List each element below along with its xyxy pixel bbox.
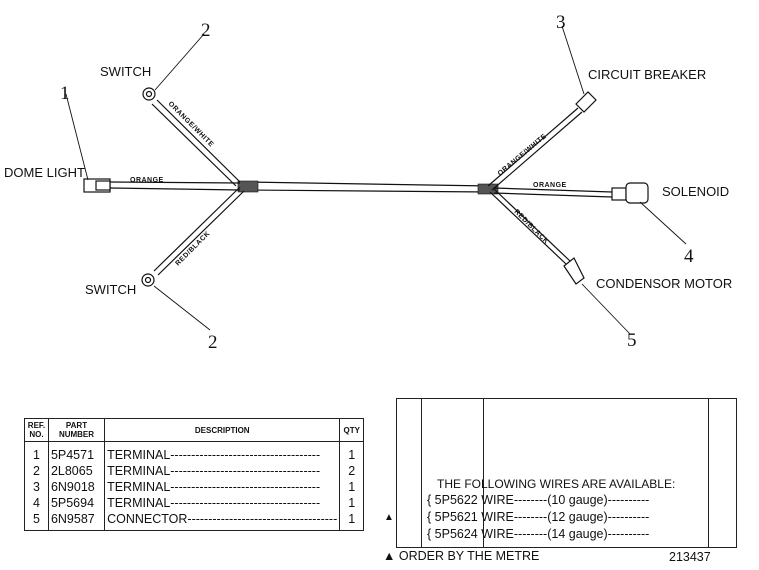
wire-label-red-black-right: RED/BLACK	[513, 208, 550, 245]
list-item: { 5P5622 WIRE--------(10 gauge)---------…	[427, 493, 650, 507]
row-ref: 2	[24, 463, 49, 479]
leader-dashes: ----------------------------------------…	[170, 480, 321, 494]
wire-description: WIRE	[481, 510, 514, 524]
label-switch-top: SWITCH	[100, 64, 151, 79]
list-item: { 5P5621 WIRE--------(12 gauge)---------…	[427, 510, 650, 524]
order-triangle-icon: ▲	[384, 512, 394, 523]
row-description: TERMINAL--------------------------------…	[104, 441, 341, 463]
wire-label-orange-white-right: ORANGE/WHITE	[497, 133, 548, 178]
label-dome-light: DOME LIGHT	[4, 165, 85, 180]
wire-gauge: (14 gauge)	[547, 527, 608, 541]
wire-gauge: (12 gauge)	[547, 510, 608, 524]
table-row: 5 6N9587 CONNECTOR----------------------…	[24, 511, 364, 531]
ref-number-5: 5	[627, 330, 637, 351]
wire-label-orange-left: ORANGE	[130, 177, 164, 184]
row-description-text: TERMINAL	[107, 480, 171, 494]
leader-dashes: ----------------------------------------…	[170, 448, 321, 462]
parts-table-header: REF. NO. PART NUMBER DESCRIPTION QTY	[24, 418, 364, 442]
ref-number-3: 3	[556, 12, 566, 33]
box-divider	[708, 399, 709, 547]
row-ref: 5	[24, 511, 49, 531]
leader-dashes: ----------------------------------------…	[187, 512, 338, 526]
row-description: TERMINAL--------------------------------…	[104, 463, 341, 479]
row-ref: 1	[24, 441, 49, 463]
wire-gauge: (10 gauge)	[547, 493, 608, 507]
row-description: TERMINAL--------------------------------…	[104, 495, 341, 511]
row-part-number: 6N9018	[47, 479, 106, 495]
row-qty: 1	[339, 441, 364, 463]
row-description-text: TERMINAL	[107, 496, 171, 510]
leader-dashes: ----------------------------------------…	[170, 464, 321, 478]
header-ref-no: REF. NO.	[24, 418, 49, 442]
row-ref: 4	[24, 495, 49, 511]
figure-number: 213437	[669, 550, 711, 564]
wire-label-red-black-left: RED/BLACK	[174, 230, 211, 267]
row-qty: 1	[339, 479, 364, 495]
table-row: 4 5P5694 TERMINAL-----------------------…	[24, 495, 364, 511]
header-description: DESCRIPTION	[104, 418, 341, 442]
table-row: 3 6N9018 TERMINAL-----------------------…	[24, 479, 364, 495]
row-part-number: 6N9587	[47, 511, 106, 531]
row-ref: 3	[24, 479, 49, 495]
wire-part-number: 5P5624	[434, 527, 478, 541]
leader-dashes: ----------------------------------------…	[170, 496, 321, 510]
ref-number-2-bottom: 2	[208, 332, 218, 353]
row-description-text: TERMINAL	[107, 464, 171, 478]
box-divider	[421, 399, 422, 547]
wire-description: WIRE	[481, 493, 514, 507]
header-part-number: PART NUMBER	[47, 418, 106, 442]
order-triangle-icon: ▲	[383, 549, 396, 563]
label-solenoid: SOLENOID	[662, 184, 729, 199]
row-description: CONNECTOR-------------------------------…	[104, 511, 341, 531]
wire-description: WIRE	[481, 527, 514, 541]
wire-part-number: 5P5621	[434, 510, 478, 524]
box-divider	[483, 399, 484, 547]
table-row: 1 5P4571 TERMINAL-----------------------…	[24, 441, 364, 463]
list-item: { 5P5624 WIRE--------(14 gauge)---------…	[427, 527, 650, 541]
row-description: TERMINAL--------------------------------…	[104, 479, 341, 495]
order-note: ▲ ORDER BY THE METRE	[383, 549, 539, 563]
order-note-text: ORDER BY THE METRE	[398, 549, 540, 563]
ref-number-4: 4	[684, 246, 694, 267]
wire-label-orange-right: ORANGE	[533, 182, 567, 189]
row-description-text: TERMINAL	[107, 448, 171, 462]
wires-available-box: THE FOLLOWING WIRES ARE AVAILABLE: { 5P5…	[396, 398, 737, 548]
parts-table: REF. NO. PART NUMBER DESCRIPTION QTY 1 5…	[24, 418, 364, 531]
row-description-text: CONNECTOR	[107, 512, 188, 526]
label-circuit-breaker: CIRCUIT BREAKER	[588, 67, 706, 82]
label-switch-bottom: SWITCH	[85, 282, 136, 297]
table-row: 2 2L8065 TERMINAL-----------------------…	[24, 463, 364, 479]
row-part-number: 2L8065	[47, 463, 106, 479]
row-part-number: 5P4571	[47, 441, 106, 463]
row-qty: 1	[339, 495, 364, 511]
row-qty: 1	[339, 511, 364, 531]
row-qty: 2	[339, 463, 364, 479]
ref-number-1: 1	[60, 83, 70, 104]
row-part-number: 5P5694	[47, 495, 106, 511]
wire-part-number: 5P5622	[434, 493, 478, 507]
wiring-diagram: ORANGE ORANGE ORANGE/WHITE ORANGE/WHITE …	[4, 12, 732, 353]
header-qty: QTY	[339, 418, 364, 442]
wires-title: THE FOLLOWING WIRES ARE AVAILABLE:	[437, 477, 676, 491]
label-condensor-motor: CONDENSOR MOTOR	[596, 276, 732, 291]
ref-number-2-top: 2	[201, 20, 211, 41]
